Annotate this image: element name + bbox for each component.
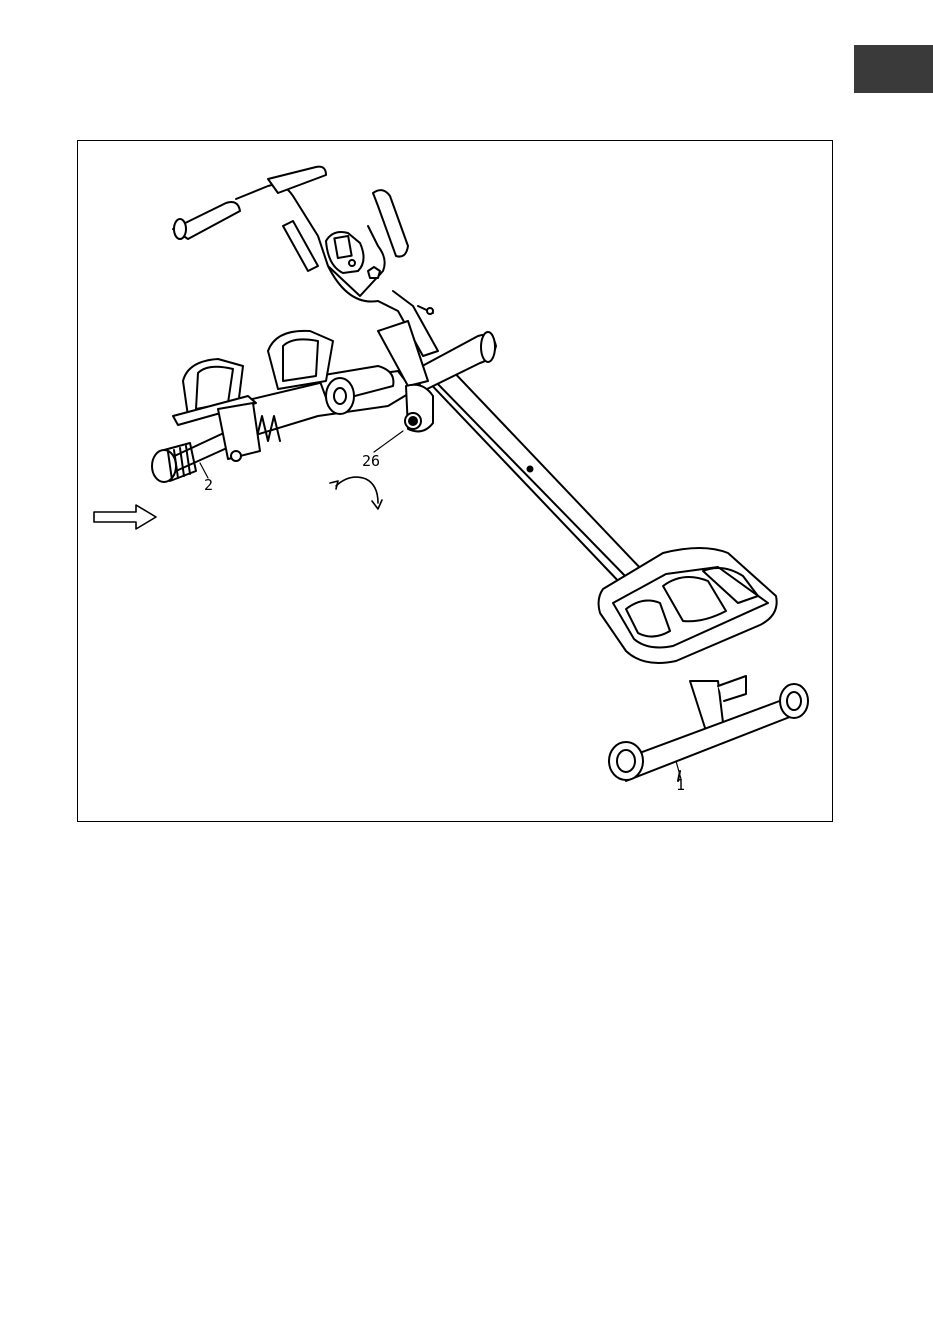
assembly-figure: 2 26 1 — [77, 140, 833, 822]
right-arrow-icon — [94, 505, 156, 529]
callout-label-part-2: 2 — [204, 478, 213, 493]
language-tab-marker — [854, 45, 933, 93]
callout-label-part-26: 26 — [362, 454, 380, 469]
main-rail — [423, 366, 643, 586]
rotate-arrow-icon — [330, 477, 382, 509]
front-stabilizer — [609, 676, 808, 781]
rowing-machine-illustration — [78, 141, 834, 823]
callout-label-part-1: 1 — [676, 778, 685, 793]
